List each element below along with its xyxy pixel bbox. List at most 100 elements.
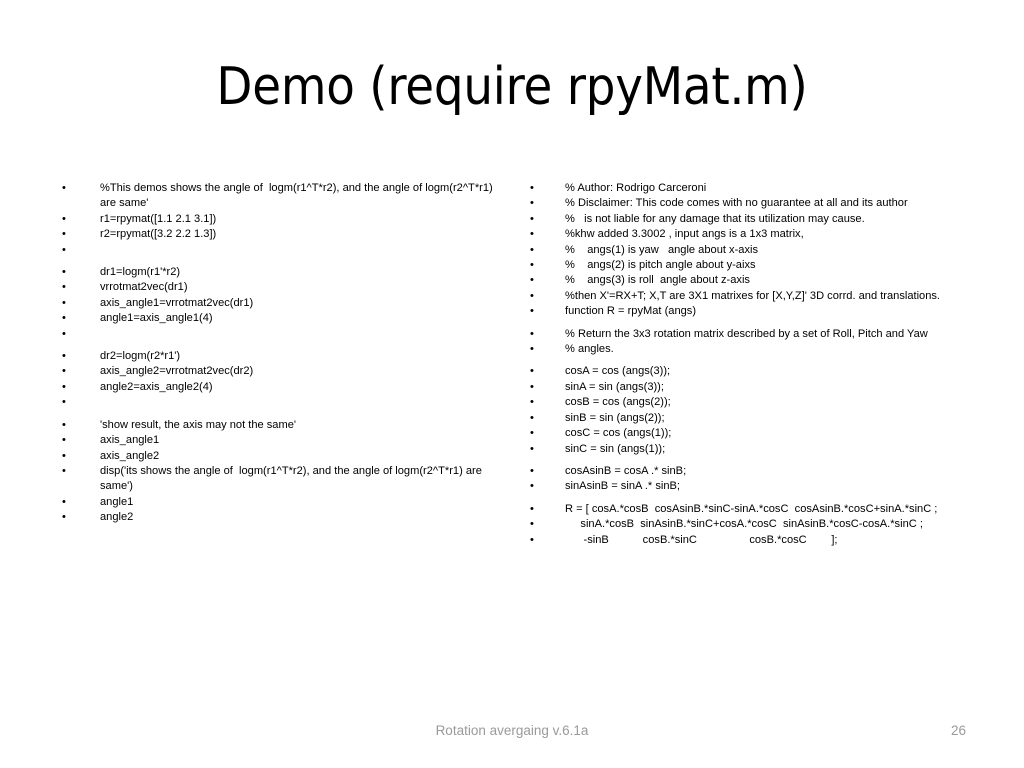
bullet-point-icon: • [530, 380, 534, 393]
bullet-item-text: %khw added 3.3002 , input angs is a 1x3 … [565, 228, 804, 241]
bullet-list-item: • [58, 327, 498, 342]
rpymat-function-column: • % Author: Rodrigo Carceroni • % Disclaime… [527, 181, 989, 548]
bullet-point-icon: • [530, 518, 534, 531]
slide-page-number: 26 [950, 723, 966, 738]
bullet-point-icon: • [530, 442, 534, 455]
bullet-list-item: •% is not liable for any damage that its… [527, 212, 989, 227]
bullet-point-icon: • [62, 350, 66, 363]
bullet-point-icon: • [62, 327, 66, 340]
bullet-list-item: • R = [ cosA.*cosB cosAsinB.*sinC-sinA.*c… [527, 502, 989, 517]
bullet-list-item: • cosA = cos (angs(3)); [527, 364, 989, 379]
bullet-point-icon: • [530, 182, 534, 194]
bullet-point-icon: • [530, 259, 534, 272]
bullet-point-icon: • [62, 243, 66, 256]
bullet-item-text: r2=rpymat([3.2 2.2 1.3]) [100, 228, 217, 241]
bullet-list-item: • %khw added 3.3002 , input angs is a 1x3… [527, 227, 989, 242]
bullet-list-item: •dr2=logm(r2*r1') [58, 349, 498, 364]
bullet-list-item: •sinA = sin (angs(3)); [527, 380, 989, 395]
bullet-list-item: •%This demos shows the angle of logm(r1^… [58, 181, 498, 212]
bullet-list-item: • sinB = sin (angs(2)); [527, 411, 989, 426]
bullet-item-text: cosB = cos (angs(2)); [565, 396, 671, 409]
bullet-list-item: • [58, 395, 498, 410]
bullet-item-text: angle1 [100, 495, 134, 508]
bullet-point-icon: • [530, 502, 534, 515]
bullet-item-text: cosC = cos (angs(1)); [565, 427, 672, 440]
bullet-point-icon: • [530, 343, 534, 356]
demo-script-column: •%This demos shows the angle of logm(r1^… [58, 181, 498, 526]
bullet-item-text: vrrotmat2vec(dr1) [100, 281, 188, 294]
bullet-point-icon: • [62, 511, 66, 524]
bullet-item-text: % angs(1) is yaw angle about x-axis [565, 243, 758, 256]
bullet-item-text: 'show result, the axis may not the same' [100, 418, 296, 431]
bullet-item-text: sinAsinB = sinA .* sinB; [565, 480, 680, 493]
bullet-item-text [100, 395, 498, 410]
bullet-point-icon: • [62, 495, 66, 508]
bullet-list-item: • % angles. [527, 342, 989, 357]
bullet-list-item: •'show result, the axis may not the same… [58, 418, 498, 433]
bullet-list-item: • % angs(1) is yaw angle about x-axis [527, 243, 989, 258]
page-title: Demo (require rpyMat.m) [216, 57, 808, 117]
bullet-item-text: r1=rpymat([1.1 2.1 3.1]) [100, 212, 217, 225]
bullet-item-text: function R = rpyMat (angs) [565, 305, 697, 318]
bullet-list-item: •r1=rpymat([1.1 2.1 3.1]) [58, 212, 498, 227]
bullet-point-icon: • [530, 327, 534, 340]
bullet-item-text: dr1=logm(r1'*r2) [100, 266, 181, 279]
bullet-item-text: % Author: Rodrigo Carceroni [565, 182, 707, 194]
bullet-point-icon: • [530, 305, 534, 318]
bullet-point-icon: • [530, 411, 534, 424]
bullet-point-icon: • [62, 449, 66, 462]
bullet-item-text: % angs(2) is pitch angle about y-aixs [565, 259, 756, 272]
bullet-list-item: •cosAsinB = cosA .* sinB; [527, 464, 989, 479]
bullet-item-text: cosA = cos (angs(3)); [565, 365, 671, 378]
bullet-list-item: • sinC = sin (angs(1)); [527, 442, 989, 457]
bullet-list-item: • axis_angle1=vrrotmat2vec(dr1) [58, 296, 498, 311]
bullet-point-icon: • [62, 396, 66, 409]
bullet-list-item: • %then X'=RX+T; X,T are 3X1 matrixes for… [527, 289, 989, 304]
bullet-item-text: % Return the 3x3 rotation matrix describ… [565, 327, 928, 340]
bullet-point-icon: • [62, 365, 66, 378]
bullet-item-text: % angles. [565, 343, 614, 356]
bullet-list-item: • dr1=logm(r1'*r2) [58, 265, 498, 280]
bullet-list-item: •angle1=axis_angle1(4) [58, 311, 498, 326]
bullet-point-icon: • [530, 464, 534, 477]
bullet-point-icon: • [530, 289, 534, 302]
bullet-list-item: • axis_angle2=vrrotmat2vec(dr2) [58, 364, 498, 379]
bullet-list-item: • % Author: Rodrigo Carceroni [527, 181, 989, 196]
bullet-list-item: •disp('its shows the angle of logm(r1^T*… [58, 464, 498, 495]
bullet-point-icon: • [530, 365, 534, 378]
bullet-item-text: %then X'=RX+T; X,T are 3X1 matrixes for … [565, 289, 941, 302]
bullet-point-icon: • [62, 464, 66, 477]
bullet-point-icon: • [530, 228, 534, 241]
bullet-point-icon: • [62, 296, 66, 309]
bullet-list-item: • angle1 [58, 495, 498, 510]
bullet-item-text: axis_angle2=vrrotmat2vec(dr2) [100, 365, 254, 378]
bullet-item-text: sinC = sin (angs(1)); [565, 442, 666, 455]
bullet-point-icon: • [62, 182, 66, 194]
bullet-point-icon: • [530, 533, 534, 546]
bullet-item-text: % Disclaimer: This code comes with no gu… [565, 197, 908, 210]
bullet-item-text: axis_angle1=vrrotmat2vec(dr1) [100, 296, 254, 309]
bullet-item-text [100, 243, 498, 258]
bullet-list-item: •angle2=axis_angle2(4) [58, 380, 498, 395]
bullet-list-item: • vrrotmat2vec(dr1) [58, 280, 498, 295]
bullet-list-item: • function R = rpyMat (angs) [527, 304, 989, 319]
bullet-point-icon: • [62, 266, 66, 279]
bullet-item-text: sinB = sin (angs(2)); [565, 411, 665, 424]
bullet-item-text: angle1=axis_angle1(4) [100, 312, 213, 325]
bullet-list-item: •cosB = cos (angs(2)); [527, 395, 989, 410]
bullet-point-icon: • [530, 480, 534, 493]
bullet-item-text: R = [ cosA.*cosB cosAsinB.*sinC-sinA.*co… [565, 502, 938, 515]
bullet-point-icon: • [62, 228, 66, 241]
bullet-point-icon: • [530, 427, 534, 440]
bullet-point-icon: • [530, 274, 534, 287]
bullet-item-text: -sinB cosB.*sinC cosB.*cosC ]; [565, 533, 838, 546]
bullet-list-item: • r2=rpymat([3.2 2.2 1.3]) [58, 227, 498, 242]
bullet-point-icon: • [530, 197, 534, 210]
bullet-point-icon: • [530, 243, 534, 256]
bullet-list-item: •angle2 [58, 510, 498, 525]
bullet-point-icon: • [62, 380, 66, 393]
bullet-point-icon: • [62, 281, 66, 294]
bullet-list-item: • [58, 243, 498, 258]
bullet-list-item: • % Return the 3x3 rotation matrix descri… [527, 327, 989, 342]
